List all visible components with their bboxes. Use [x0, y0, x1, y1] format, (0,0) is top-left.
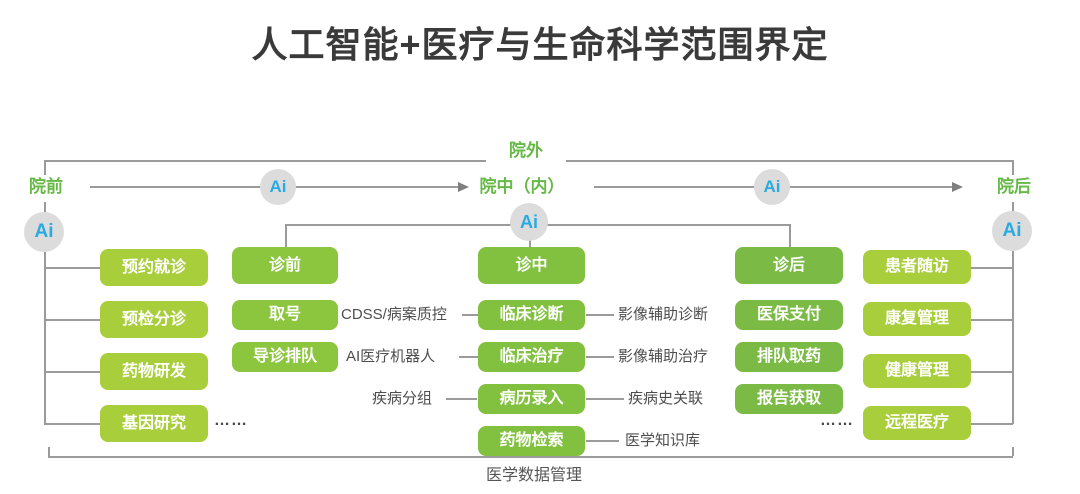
outer-bracket-tick-right	[1012, 160, 1014, 175]
connector-line	[446, 398, 477, 400]
box-health-management: 健康管理	[863, 354, 971, 388]
box-rehab-management: 康复管理	[863, 302, 971, 336]
connector-line	[459, 356, 478, 358]
connector-line	[285, 224, 287, 247]
data-management-label: 医学数据管理	[485, 467, 582, 484]
box-telemedicine: 远程医疗	[863, 406, 971, 440]
box-gene-research: 基因研究	[100, 405, 208, 442]
connector-line	[971, 319, 1013, 321]
box-report-retrieval: 报告获取	[735, 384, 843, 414]
box-patient-followup: 患者随访	[863, 250, 971, 284]
phase-pre-hospital-label: 院前	[29, 177, 63, 196]
arrow-right-icon	[952, 182, 963, 192]
note-imaging-diagnosis: 影像辅助诊断	[618, 306, 709, 323]
bracket-tick	[48, 447, 50, 456]
connector-line	[1012, 202, 1014, 212]
outer-phase-label: 院外	[509, 141, 543, 160]
connector-line	[44, 423, 100, 425]
box-queue-for-medicine: 排队取药	[735, 342, 843, 372]
box-pre-triage: 预检分诊	[100, 301, 208, 338]
box-record-entry: 病历录入	[478, 384, 585, 414]
ellipsis-more: ……	[820, 412, 854, 429]
box-clinical-diagnosis: 临床诊断	[478, 300, 585, 330]
box-appointment: 预约就诊	[100, 249, 208, 286]
connector-line	[971, 267, 1013, 269]
connector-line	[44, 371, 100, 373]
phase-in-hospital-label: 院中（内）	[479, 177, 565, 196]
ai-badge-icon: Ai	[992, 211, 1032, 251]
box-guide-queue: 导诊排队	[232, 342, 338, 372]
note-imaging-treatment: 影像辅助治疗	[618, 348, 709, 365]
note-disease-grouping: 疾病分组	[372, 390, 433, 407]
connector-line	[462, 314, 478, 316]
post-hospital-tree-line	[1012, 251, 1014, 424]
connector-line	[44, 267, 100, 269]
pre-hospital-tree-line	[44, 252, 46, 424]
connector-line	[44, 202, 46, 213]
box-clinical-treatment: 临床治疗	[478, 342, 585, 372]
outer-bracket-line-right	[566, 160, 1013, 162]
box-pre-visit-header: 诊前	[232, 247, 338, 284]
note-disease-history: 疾病史关联	[628, 390, 704, 407]
box-drug-research: 药物研发	[100, 353, 208, 390]
note-medical-knowledge-base: 医学知识库	[625, 432, 701, 449]
connector-line	[971, 371, 1013, 373]
box-in-visit-header: 诊中	[478, 247, 585, 284]
ai-badge-icon: Ai	[260, 169, 296, 205]
ellipsis-more: ……	[214, 412, 248, 429]
box-drug-search: 药物检索	[478, 426, 585, 456]
connector-line	[586, 398, 624, 400]
connector-line	[971, 423, 1013, 425]
bracket-tick	[1012, 447, 1014, 456]
data-management-bracket-line	[48, 456, 1013, 458]
box-post-visit-header: 诊后	[735, 247, 843, 284]
connector-line	[586, 356, 614, 358]
connector-line	[44, 319, 100, 321]
ai-badge-icon: Ai	[24, 212, 64, 252]
outer-bracket-tick-left	[44, 160, 46, 175]
page-title: 人工智能+医疗与生命科学范围界定	[251, 24, 829, 65]
box-ticket-number: 取号	[232, 300, 338, 330]
arrow-right-icon	[458, 182, 469, 192]
connector-line	[586, 440, 619, 442]
outer-bracket-line-left	[44, 160, 486, 162]
ai-badge-icon: Ai	[510, 203, 548, 241]
connector-line	[586, 314, 614, 316]
ai-badge-icon: Ai	[754, 169, 790, 205]
note-cdss-quality: CDSS/病案质控	[341, 306, 447, 323]
phase-post-hospital-label: 院后	[997, 177, 1031, 196]
connector-line	[529, 240, 531, 248]
connector-line	[789, 224, 791, 247]
box-insurance-payment: 医保支付	[735, 300, 843, 330]
note-medical-robot: AI医疗机器人	[346, 348, 436, 365]
